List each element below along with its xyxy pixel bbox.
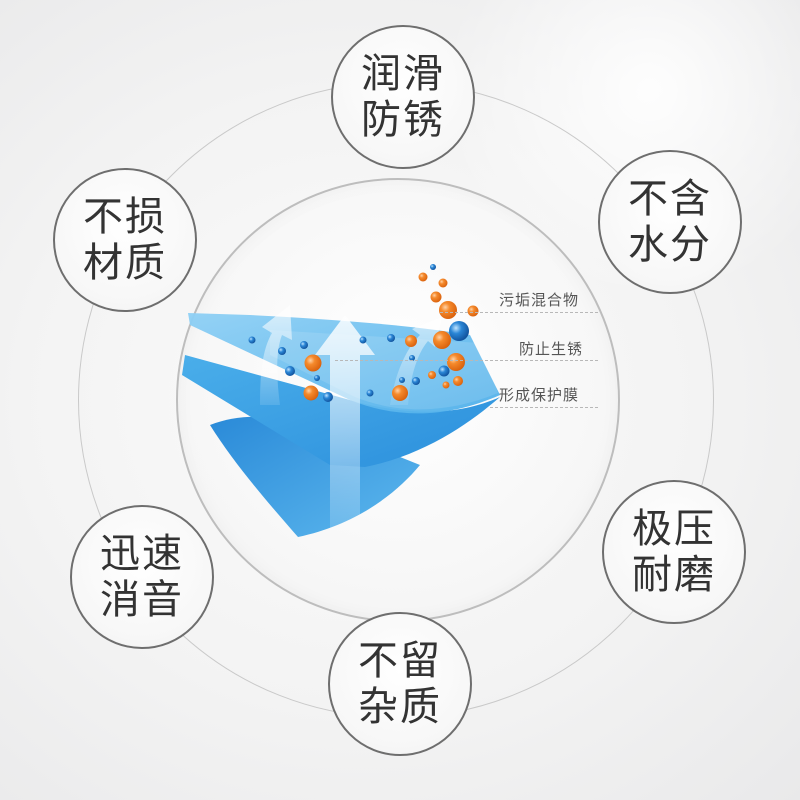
- feature-quick-silencing: 迅速 消音: [70, 505, 214, 649]
- feature-line-2: 防锈: [361, 97, 445, 143]
- feature-line-2: 杂质: [358, 684, 442, 730]
- feature-line-1: 润滑: [361, 51, 445, 97]
- feature-no-material-damage: 不损 材质: [53, 168, 197, 312]
- feature-line-1: 迅速: [100, 531, 184, 577]
- feature-no-water: 不含 水分: [598, 150, 742, 294]
- label-dirt-mixture: 污垢混合物: [499, 291, 580, 309]
- label-protective-film: 形成保护膜: [499, 386, 580, 404]
- feature-line-2: 水分: [628, 222, 712, 268]
- feature-extreme-pressure-wear: 极压 耐磨: [602, 480, 746, 624]
- feature-line-2: 消音: [100, 577, 184, 623]
- feature-no-residue: 不留 杂质: [328, 612, 472, 756]
- feature-line-2: 耐磨: [632, 552, 716, 598]
- feature-line-1: 不损: [83, 194, 167, 240]
- leader-line-dirt: [440, 312, 598, 313]
- feature-line-2: 材质: [83, 240, 167, 286]
- label-prevent-rust: 防止生锈: [519, 340, 584, 358]
- feature-line-1: 不含: [628, 176, 712, 222]
- feature-line-1: 不留: [358, 638, 442, 684]
- leader-line-film: [490, 407, 598, 408]
- leader-line-rust: [335, 360, 598, 361]
- feature-lubrication-rust-prevention: 润滑 防锈: [331, 25, 475, 169]
- feature-line-1: 极压: [632, 506, 716, 552]
- protective-film-illustration: [182, 264, 500, 537]
